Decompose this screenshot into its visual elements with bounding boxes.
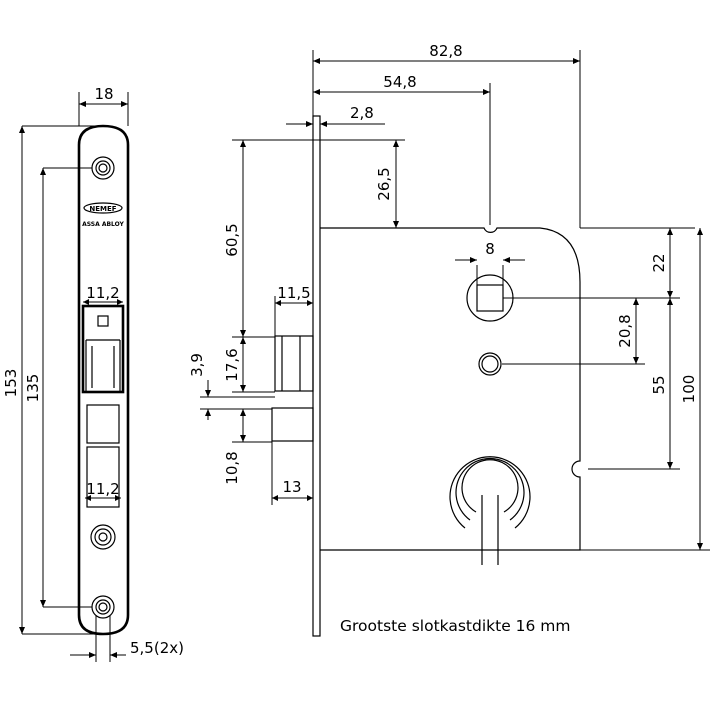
dim-top-to-case: 26,5 [320, 139, 405, 228]
svg-text:10,8: 10,8 [223, 451, 241, 484]
dim-center-distance: 55 [588, 298, 680, 470]
svg-text:13: 13 [282, 478, 301, 496]
brand-text: NEMEF [89, 205, 116, 213]
dim-faceplate-height: 153 [2, 125, 103, 635]
dim-screw-hole: 5,5(2x) [70, 615, 184, 662]
svg-text:17,6: 17,6 [223, 348, 241, 381]
dim-faceplate-width: 18 [78, 85, 129, 126]
svg-text:3,9: 3,9 [188, 353, 206, 377]
dim-bolt-height: 10,8 [223, 409, 272, 485]
svg-text:2,8: 2,8 [350, 104, 374, 122]
faceplate-view: NEMEF ASSA ABLOY 18 [2, 85, 184, 662]
svg-text:54,8: 54,8 [383, 73, 416, 91]
svg-text:5,5(2x): 5,5(2x) [130, 639, 184, 657]
dim-bolt-width: 11,2 [85, 480, 121, 501]
svg-text:60,5: 60,5 [223, 223, 241, 256]
dim-case-height: 100 [498, 228, 710, 551]
dim-backset: 54,8 [313, 73, 491, 225]
svg-text:82,8: 82,8 [429, 42, 462, 60]
dim-gap: 3,9 [188, 353, 275, 420]
brand-logo [83, 202, 123, 214]
dim-top-to-latch: 60,5 [223, 139, 320, 338]
screw-hole-bottom [91, 595, 115, 619]
bolt-opening [86, 404, 120, 444]
svg-text:22: 22 [650, 253, 668, 272]
svg-text:100: 100 [680, 375, 698, 404]
lock-case-outline [320, 227, 581, 551]
front-plate [312, 115, 321, 637]
cylinder-opening [449, 456, 531, 565]
screw-hole-top [91, 156, 115, 180]
dim-latch-height: 17,6 [223, 337, 275, 393]
screw-boss [478, 352, 502, 376]
dim-hub-spacing: 20,8 [502, 298, 645, 365]
dim-plate-thickness: 2,8 [286, 104, 385, 130]
faceplate-outline [77, 124, 130, 636]
dim-spindle-square: 8 [455, 240, 525, 285]
case-thickness-note: Grootste slotkastdikte 16 mm [340, 617, 571, 635]
screw-hole-middle [90, 524, 116, 550]
maker-text: ASSA ABLOY [82, 221, 124, 228]
dim-overall-width: 82,8 [312, 42, 581, 228]
dim-latch-width: 11,2 [83, 284, 123, 305]
svg-text:11,5: 11,5 [277, 284, 310, 302]
dim-spindle-offset: 22 [503, 227, 695, 299]
svg-text:18: 18 [94, 85, 113, 103]
svg-text:20,8: 20,8 [616, 314, 634, 347]
dim-bolt-projection: 13 [271, 441, 313, 505]
svg-text:8: 8 [485, 240, 495, 258]
dim-hole-spacing: 135 [24, 167, 92, 608]
svg-text:135: 135 [24, 374, 42, 403]
svg-text:26,5: 26,5 [375, 167, 393, 200]
svg-text:11,2: 11,2 [86, 480, 119, 498]
svg-text:55: 55 [650, 375, 668, 394]
latch-opening [81, 304, 125, 394]
dead-bolt [271, 407, 314, 442]
svg-text:11,2: 11,2 [86, 284, 119, 302]
latch-bolt [274, 335, 314, 392]
dim-latch-projection: 11,5 [274, 284, 313, 336]
svg-text:153: 153 [2, 369, 20, 398]
lock-case-view: 82,8 54,8 2,8 26,5 60,5 [188, 42, 710, 637]
